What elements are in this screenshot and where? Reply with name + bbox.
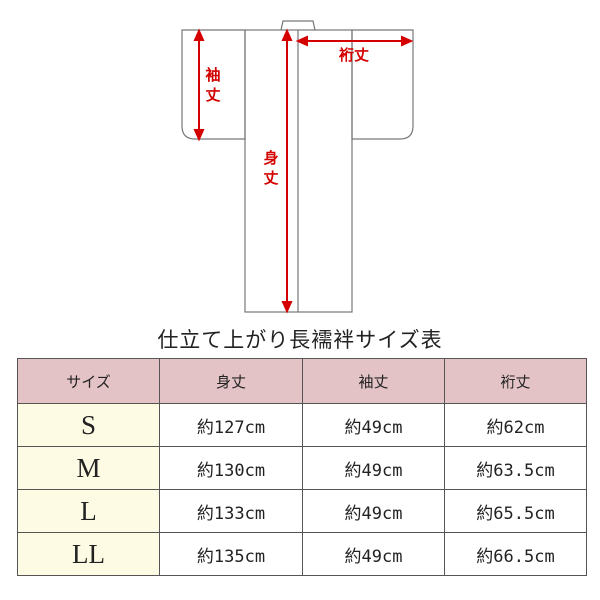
yuki-cell: 約63.5cm bbox=[444, 446, 587, 490]
yuki-arrow-head-right bbox=[401, 35, 414, 47]
yuki-cell: 約62cm bbox=[444, 403, 587, 447]
yuki-arrow-head-left bbox=[295, 35, 308, 47]
right-sleeve-outline bbox=[351, 29, 414, 140]
kimono-measurement-diagram: 袖 丈 身 丈 裄丈 bbox=[181, 20, 414, 314]
body-length-label-char-1: 身 bbox=[263, 149, 278, 167]
size-cell: LL bbox=[17, 532, 160, 576]
body-arrow-head-bottom bbox=[281, 301, 293, 314]
body-length-cell: 約130cm bbox=[159, 446, 303, 490]
sleeve-arrow-head-bottom bbox=[193, 129, 205, 142]
size-cell: S bbox=[17, 403, 160, 447]
left-sleeve-outline bbox=[181, 29, 246, 140]
yuki-cell: 約66.5cm bbox=[444, 532, 587, 576]
body-arrow-head-top bbox=[281, 28, 293, 41]
body-length-cell: 約135cm bbox=[159, 532, 303, 576]
sleeve-length-cell: 約49cm bbox=[302, 532, 445, 576]
header-size: サイズ bbox=[17, 358, 160, 404]
body-length-cell: 約133cm bbox=[159, 489, 303, 533]
sleeve-length-cell: 約49cm bbox=[302, 403, 445, 447]
size-cell: M bbox=[17, 446, 160, 490]
yuki-cell: 約65.5cm bbox=[444, 489, 587, 533]
header-sleeve-length: 袖丈 bbox=[302, 358, 445, 404]
collar-outline bbox=[280, 20, 316, 31]
sleeve-length-cell: 約49cm bbox=[302, 446, 445, 490]
yuki-length-label: 裄丈 bbox=[338, 46, 369, 64]
sleeve-length-label-char-2: 丈 bbox=[205, 86, 220, 104]
body-length-cell: 約127cm bbox=[159, 403, 303, 447]
size-chart-title: 仕立て上がり長襦袢サイズ表 bbox=[157, 328, 443, 352]
header-body-length: 身丈 bbox=[159, 358, 303, 404]
table-header-row: サイズ 身丈 袖丈 裄丈 bbox=[17, 358, 587, 404]
sleeve-arrow-head-top bbox=[193, 28, 205, 41]
sleeve-length-cell: 約49cm bbox=[302, 489, 445, 533]
size-cell: L bbox=[17, 489, 160, 533]
body-length-label-char-2: 丈 bbox=[263, 169, 278, 187]
header-yuki: 裄丈 bbox=[444, 358, 587, 404]
sleeve-length-label-char-1: 袖 bbox=[205, 66, 220, 84]
